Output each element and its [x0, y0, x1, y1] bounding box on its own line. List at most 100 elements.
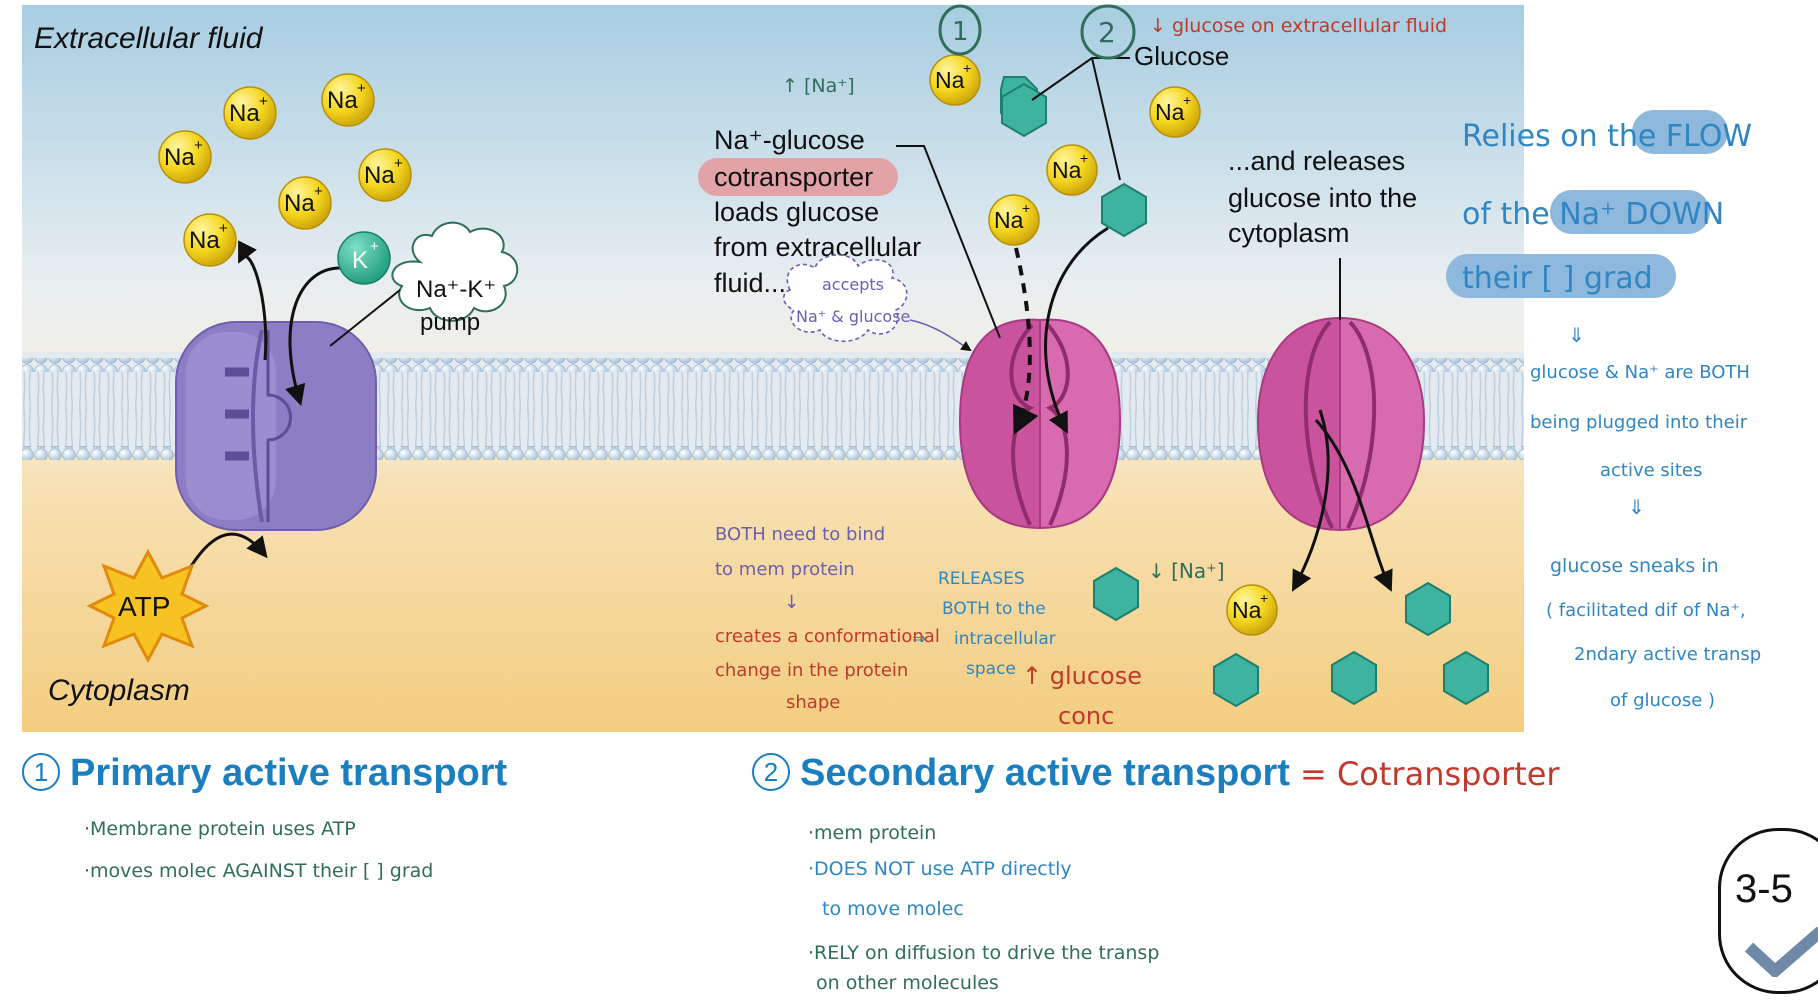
svg-text:2: 2 — [1098, 16, 1116, 49]
svg-text:+: + — [259, 93, 268, 110]
svg-text:K: K — [352, 247, 368, 274]
note-both-bind-1: BOTH need to bind — [715, 524, 885, 545]
note-release-2: BOTH to the — [942, 599, 1046, 619]
secondary-suffix: = Cotransporter — [1299, 755, 1560, 793]
svg-text:+: + — [194, 137, 203, 154]
svg-text:+: + — [1260, 590, 1268, 606]
release-label-1: ...and releases — [1228, 146, 1405, 176]
svg-text:+: + — [370, 238, 379, 255]
svg-text:+: + — [219, 220, 228, 237]
secondary-title-text: Secondary active transport — [800, 752, 1290, 794]
cotrans-label-4: from extracellular — [714, 232, 921, 262]
accepts-arrow — [909, 319, 972, 352]
page-badge: 3-5 — [1718, 828, 1818, 994]
note-both-bind-arrow: ↓ — [784, 592, 799, 613]
note-sneaks-2: ( facilitated dif of Na⁺, — [1546, 600, 1746, 621]
glucose-label: Glucose — [1134, 41, 1229, 71]
svg-text:+: + — [1080, 150, 1088, 166]
cotrans-leader-line — [896, 145, 1001, 339]
svg-text:Na: Na — [189, 227, 220, 254]
cotrans-label-3: loads glucose — [714, 197, 879, 227]
primary-note-2: ·moves molec AGAINST their [ ] grad — [84, 860, 434, 882]
na-glucose-cotransporter-loading — [958, 318, 1122, 530]
atp-label: ATP — [118, 591, 170, 622]
svg-text:Na: Na — [284, 190, 315, 217]
note-glucose-ecf: ↓ glucose on extracellular fluid — [1150, 15, 1447, 37]
na-ion: Na+ — [1226, 584, 1278, 636]
svg-text:Na: Na — [364, 162, 395, 189]
svg-text:1: 1 — [952, 17, 969, 47]
pump-label-2: pump — [420, 309, 480, 336]
primary-number: 1 — [22, 753, 60, 791]
secondary-note-2: ·DOES NOT use ATP directly — [808, 858, 1072, 880]
k-in-arrow — [285, 266, 341, 407]
na-ion: Na+ — [278, 176, 332, 230]
note-both-bind-2: to mem protein — [715, 559, 855, 580]
handwritten-number-2: 2 — [1080, 4, 1136, 60]
note-conf-3: shape — [786, 692, 840, 713]
note-conf-2: change in the protein — [715, 660, 908, 681]
glucose-molecule — [1331, 650, 1377, 706]
na-ion: Na+ — [1046, 144, 1098, 196]
svg-text:Na: Na — [229, 100, 260, 127]
note-na-down: ↓ [Na⁺] — [1148, 559, 1225, 583]
glucose-molecule — [1101, 182, 1147, 238]
na-entry-arrow — [1013, 247, 1039, 436]
svg-text:+: + — [314, 183, 323, 200]
na-ion: Na+ — [358, 148, 412, 202]
na-ion: Na+ — [988, 194, 1040, 246]
note-conf-1: creates a conformational — [715, 626, 940, 647]
pump-thought-bubble — [391, 221, 519, 322]
glucose-molecule — [1213, 652, 1259, 708]
note-accepts-2: Na⁺ & glucose — [796, 307, 910, 326]
cotrans-label-1: Na⁺-glucose — [714, 125, 865, 155]
na-ion: Na+ — [183, 213, 237, 267]
atp-arrow — [188, 532, 268, 569]
secondary-number: 2 — [752, 753, 790, 791]
na-ion: Na+ — [321, 73, 375, 127]
release-label-3: cytoplasm — [1228, 218, 1350, 248]
note-sneaks-3: 2ndary active transp — [1574, 644, 1761, 665]
glucose-molecule — [1405, 581, 1451, 637]
note-arrow-down-1: ⇓ — [1568, 323, 1585, 347]
note-release-arrow: ⇒ — [912, 629, 926, 649]
na-glucose-cotransporter-releasing — [1256, 316, 1426, 532]
grad-highlight — [1446, 254, 1676, 298]
glucose-leader-lines — [1031, 57, 1130, 181]
glucose-entry-arrow — [1044, 226, 1109, 434]
note-sneaks-1: glucose sneaks in — [1550, 555, 1719, 577]
svg-text:+: + — [1022, 200, 1030, 216]
accepts-bubble — [782, 254, 908, 342]
svg-text:Na: Na — [1155, 99, 1185, 125]
note-release-3: intracellular — [954, 629, 1056, 649]
note-plugged-1: glucose & Na⁺ are BOTH — [1530, 362, 1750, 383]
note-relies-1: Relies on the FLOW — [1462, 119, 1752, 154]
note-release-4: space — [966, 659, 1016, 679]
na-out-arrow — [238, 240, 268, 361]
secondary-note-3: to move molec — [822, 898, 964, 920]
note-sneaks-4: of glucose ) — [1610, 690, 1715, 711]
svg-text:Na: Na — [327, 87, 358, 114]
cotransporter-highlight — [698, 158, 898, 196]
svg-text:+: + — [1183, 92, 1191, 108]
na-ion: Na+ — [158, 130, 212, 184]
pump-label-1: Na⁺-K⁺ — [416, 276, 496, 303]
note-glucose-conc-1: ↑ glucose — [1022, 662, 1142, 690]
pump-leader-line — [329, 289, 401, 347]
note-release-1: RELEASES — [938, 569, 1025, 589]
k-ion: K+ — [337, 231, 391, 285]
glucose-release-arrow — [1314, 419, 1393, 592]
note-plugged-3: active sites — [1600, 460, 1702, 481]
svg-text:Na: Na — [1052, 157, 1082, 183]
secondary-title: 2 Secondary active transport= Cotransport… — [752, 752, 1560, 795]
svg-text:+: + — [357, 80, 366, 97]
cotrans-label-5: fluid... — [714, 268, 786, 298]
svg-text:Na: Na — [994, 207, 1024, 233]
na-down-highlight — [1550, 190, 1710, 234]
svg-text:+: + — [394, 155, 403, 172]
glucose-molecule — [1093, 566, 1139, 622]
extracellular-label: Extracellular fluid — [34, 22, 264, 55]
na-k-pump — [175, 321, 377, 531]
note-na-up: ↑ [Na⁺] — [782, 75, 855, 97]
